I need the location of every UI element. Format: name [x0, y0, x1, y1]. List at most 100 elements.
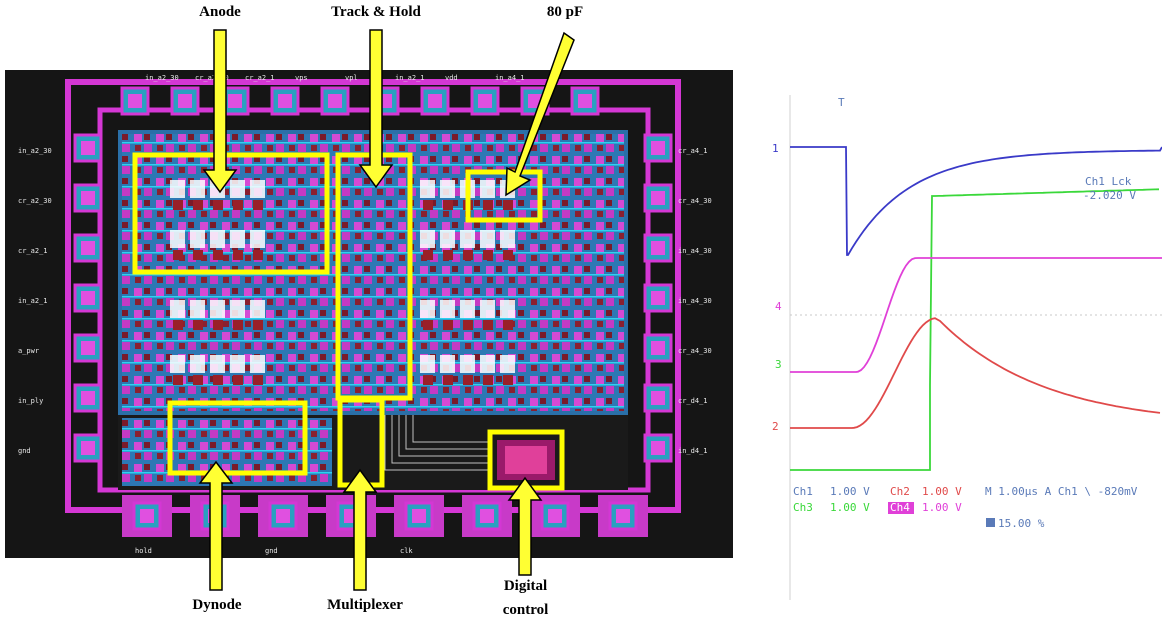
cell-white — [170, 300, 185, 318]
dynode-box — [167, 400, 308, 476]
digital-control-arrow — [507, 476, 543, 576]
digital-control-inner — [505, 446, 547, 474]
bottom-pad-core — [616, 509, 630, 523]
pin-label-left: cr_a2_1 — [18, 247, 48, 255]
pin-label-left: in_ply — [18, 397, 43, 405]
pin-label-top: vps — [295, 74, 308, 82]
bus-lines — [384, 415, 490, 471]
label-dynode: Dynode — [192, 597, 242, 613]
cell-white — [230, 300, 245, 318]
readout-trigger-pos: 15.00 % — [998, 517, 1045, 530]
cell-white — [460, 300, 475, 318]
left-pad-core — [81, 191, 95, 205]
pin-label-bottom: hold — [135, 547, 152, 555]
cell-device — [503, 250, 513, 260]
trigger-cursor: T — [838, 96, 845, 109]
pin-label-left: cr_a2_30 — [18, 197, 52, 205]
bottom-pad-core — [276, 509, 290, 523]
right-pad-core — [651, 291, 665, 305]
cell-white — [170, 230, 185, 248]
cell-device — [253, 320, 263, 330]
multiplexer-arrow — [342, 468, 378, 591]
top-pad-core — [428, 94, 442, 108]
ch4-marker: 4 — [775, 300, 782, 313]
cell-device — [503, 375, 513, 385]
cell-device — [213, 200, 223, 210]
pin-label-top: in_a2_1 — [395, 74, 425, 82]
cell-device — [443, 375, 453, 385]
pin-label-left: in_a2_1 — [18, 297, 48, 305]
cell-device — [173, 250, 183, 260]
left-pad-core — [81, 141, 95, 155]
pin-label-left: a_pwr — [18, 347, 39, 355]
oscilloscope-capture: 1 4 3 2 T Ch1 Lck -2.020 V Ch1 1.00 V Ch… — [770, 88, 1162, 600]
top-pad-core — [478, 94, 492, 108]
cell-device — [463, 320, 473, 330]
pin-label-left: gnd — [18, 447, 31, 455]
pin-label-right: cr_a4_1 — [678, 147, 708, 155]
cell-white — [190, 230, 205, 248]
cell-white — [440, 230, 455, 248]
readout-timebase: M 1.00µs A Ch1 \ -820mV — [985, 485, 1138, 498]
right-pad — [643, 183, 673, 213]
cell-white — [420, 355, 435, 373]
label-80pf: 80 pF — [546, 4, 584, 20]
anode-box — [132, 152, 330, 275]
cell-white — [190, 300, 205, 318]
right-pad-core — [651, 441, 665, 455]
bottom-pad-core — [480, 509, 494, 523]
cell-device — [503, 320, 513, 330]
cell-device — [443, 250, 453, 260]
readout-ch2: Ch2 — [890, 485, 910, 498]
cell-device — [173, 320, 183, 330]
cell-white — [480, 355, 495, 373]
cell-device — [213, 375, 223, 385]
cell-device — [233, 250, 243, 260]
cell-white — [500, 300, 515, 318]
left-pad-core — [81, 441, 95, 455]
cell-white — [420, 300, 435, 318]
cell-device — [463, 250, 473, 260]
cell-device — [483, 200, 493, 210]
bottom-pad-core — [412, 509, 426, 523]
ch4-trace — [790, 257, 1162, 373]
cell-device — [253, 375, 263, 385]
cell-device — [213, 320, 223, 330]
right-pad-core — [651, 191, 665, 205]
cell-device — [423, 250, 433, 260]
label-digital: Digital — [503, 578, 548, 594]
label-anode: Anode — [199, 4, 241, 20]
bottom-pad-core — [548, 509, 562, 523]
cell-device — [483, 320, 493, 330]
left-pad — [73, 283, 103, 313]
cell-device — [233, 200, 243, 210]
left-pad-core — [81, 291, 95, 305]
top-pad-core — [128, 94, 142, 108]
cell-white — [420, 180, 435, 198]
label-multiplexer: Multiplexer — [327, 597, 403, 613]
readout-ch2-scale: 1.00 V — [922, 485, 962, 498]
cell-white — [440, 300, 455, 318]
cell-device — [233, 320, 243, 330]
left-pad-core — [81, 391, 95, 405]
pin-label-bottom: gnd — [265, 547, 278, 555]
capacitor-arrow — [505, 31, 575, 197]
cell-white — [210, 300, 225, 318]
cell-white — [480, 230, 495, 248]
cell-white — [250, 355, 265, 373]
pin-label-right: cr_d4_1 — [678, 397, 708, 405]
cell-device — [483, 250, 493, 260]
pin-label-top: cr_a2_30 — [195, 74, 229, 82]
left-pad-core — [81, 241, 95, 255]
cell-white — [420, 230, 435, 248]
top-pad-core — [278, 94, 292, 108]
cell-white — [500, 230, 515, 248]
cell-device — [193, 375, 203, 385]
ch1-trace — [790, 146, 1162, 256]
cell-device — [253, 250, 263, 260]
cell-device — [443, 200, 453, 210]
readout-ch4-scale: 1.00 V — [922, 501, 962, 514]
readout-ch3: Ch3 — [793, 501, 813, 514]
